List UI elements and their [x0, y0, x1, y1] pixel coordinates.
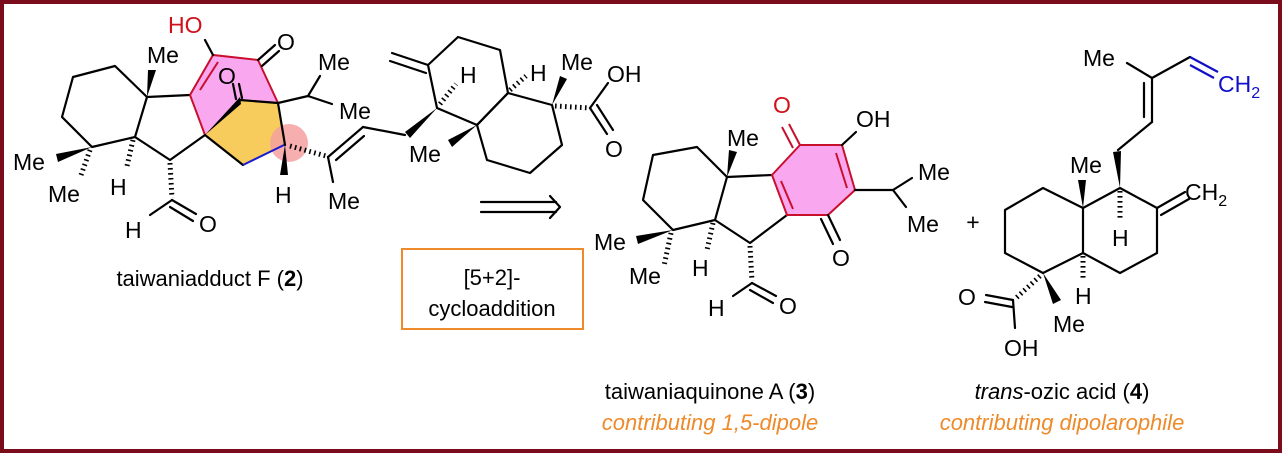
reaction-type-line1: [5+2]- [464, 265, 521, 290]
compound-2-caption: taiwaniadduct F (2) [116, 266, 303, 291]
atom-label: Me [318, 49, 350, 75]
atom-label: Me [147, 42, 179, 68]
atom-label: O [277, 29, 295, 55]
atom-label: Me [13, 149, 45, 175]
compound-4-structure: Me CH2 Me CH2 H H Me O OH trans-ozic aci… [940, 45, 1261, 435]
atom-label: CH2 [1185, 179, 1227, 210]
atom-label: Me [409, 141, 441, 167]
atom-label: Me [1053, 311, 1085, 337]
atom-label: OH [856, 106, 891, 132]
atom-label: OH [607, 61, 642, 87]
atom-label: O [958, 284, 976, 310]
compound-4-caption: trans-ozic acid (4) [975, 379, 1150, 404]
atom-label: OH [1004, 335, 1039, 361]
atom-label: Me [48, 181, 80, 207]
atom-label: Me [918, 159, 950, 185]
atom-label: O [605, 136, 623, 162]
compound-3-structure: Me O OH Me Me O Me Me H H O taiwaniaquin… [594, 92, 950, 435]
atom-label: O [199, 211, 217, 237]
atom-label: O [218, 63, 236, 89]
compound-4-role: contributing dipolarophile [940, 410, 1185, 435]
atom-label: Me [339, 98, 371, 124]
atom-label: Me [328, 188, 360, 214]
pink-ring-highlight [190, 55, 278, 135]
retrosynthetic-arrow [479, 194, 562, 220]
atom-label: HO [168, 12, 203, 38]
compound-2-structure: HO O O Me Me Me Me Me H H O H Me taiwani… [13, 12, 407, 291]
atom-label: Me [727, 125, 759, 151]
compound-3-role: contributing 1,5-dipole [602, 410, 818, 435]
atom-label: H [1075, 283, 1092, 309]
atom-label: H [460, 62, 477, 88]
atom-label: H [692, 255, 709, 281]
reactive-center-marker [270, 124, 308, 162]
atom-label: H [110, 174, 127, 200]
atom-label: H [530, 60, 547, 86]
atom-label: H [275, 182, 292, 208]
atom-label: O [779, 293, 797, 319]
atom-label: Me [907, 211, 939, 237]
plus-sign: + [966, 209, 979, 235]
reaction-type-line2: cycloaddition [428, 296, 555, 321]
atom-label: O [773, 92, 791, 118]
atom-label: Me [1070, 152, 1102, 178]
atom-label: H [125, 217, 142, 243]
compound-2-ozic-fragment: H H Me Me OH O [388, 35, 642, 175]
atom-label: H [1112, 225, 1129, 251]
atom-label: Me [1083, 45, 1115, 71]
reaction-type-box [401, 248, 584, 330]
atom-label: Me [561, 49, 593, 75]
atom-label: O [832, 245, 850, 271]
compound-3-caption: taiwaniaquinone A (3) [605, 379, 815, 404]
atom-label: H [708, 295, 725, 321]
atom-label: CH2 [1218, 71, 1260, 102]
atom-label: Me [594, 229, 626, 255]
atom-label: Me [629, 263, 661, 289]
